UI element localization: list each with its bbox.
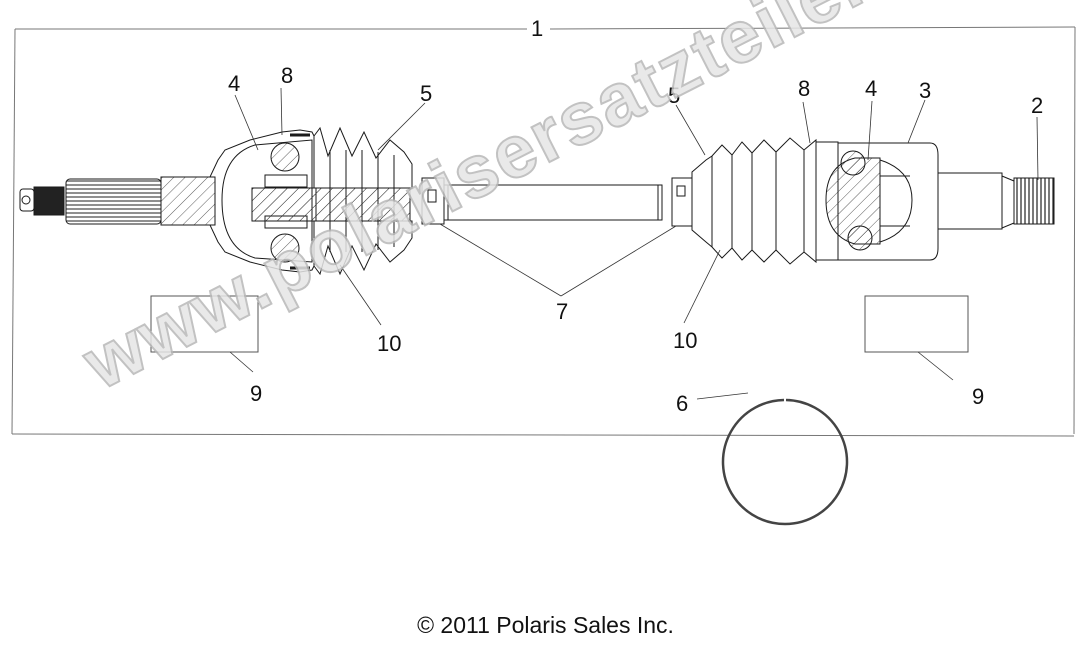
- callout-10-right: 10: [673, 328, 698, 353]
- copyright-notice: © 2011 Polaris Sales Inc.: [417, 612, 674, 638]
- callout-10-left: 10: [377, 331, 402, 356]
- callout-2: 2: [1031, 93, 1044, 118]
- callout-8-left: 8: [281, 63, 294, 88]
- assembly-frame: [11, 26, 1076, 437]
- callout-4-left: 4: [228, 71, 241, 96]
- circlip-ring: [721, 398, 849, 526]
- label-decal-left: [150, 295, 259, 353]
- callout-9-left: 9: [250, 381, 263, 406]
- boot-clamp-small-left: [421, 177, 445, 225]
- axle-shaft: [443, 184, 663, 221]
- callout-5-right: 5: [668, 83, 681, 108]
- boot-clamp-small-right: [671, 177, 693, 227]
- inner-spline-stub: [937, 172, 1055, 230]
- cv-boot-right: [691, 137, 817, 265]
- callout-4-right: 4: [865, 76, 878, 101]
- label-decal-right: [864, 295, 969, 353]
- callout-9-right: 9: [972, 384, 985, 409]
- callout-7: 7: [556, 299, 569, 324]
- callout-3: 3: [919, 78, 932, 103]
- inner-cv-joint-housing: [815, 141, 939, 261]
- cv-boot-left: [313, 126, 413, 276]
- callout-5-left: 5: [420, 81, 433, 106]
- callout-6: 6: [676, 391, 689, 416]
- leader-lines: [229, 87, 1039, 400]
- callout-1: 1: [531, 16, 544, 41]
- callout-8-right: 8: [798, 76, 811, 101]
